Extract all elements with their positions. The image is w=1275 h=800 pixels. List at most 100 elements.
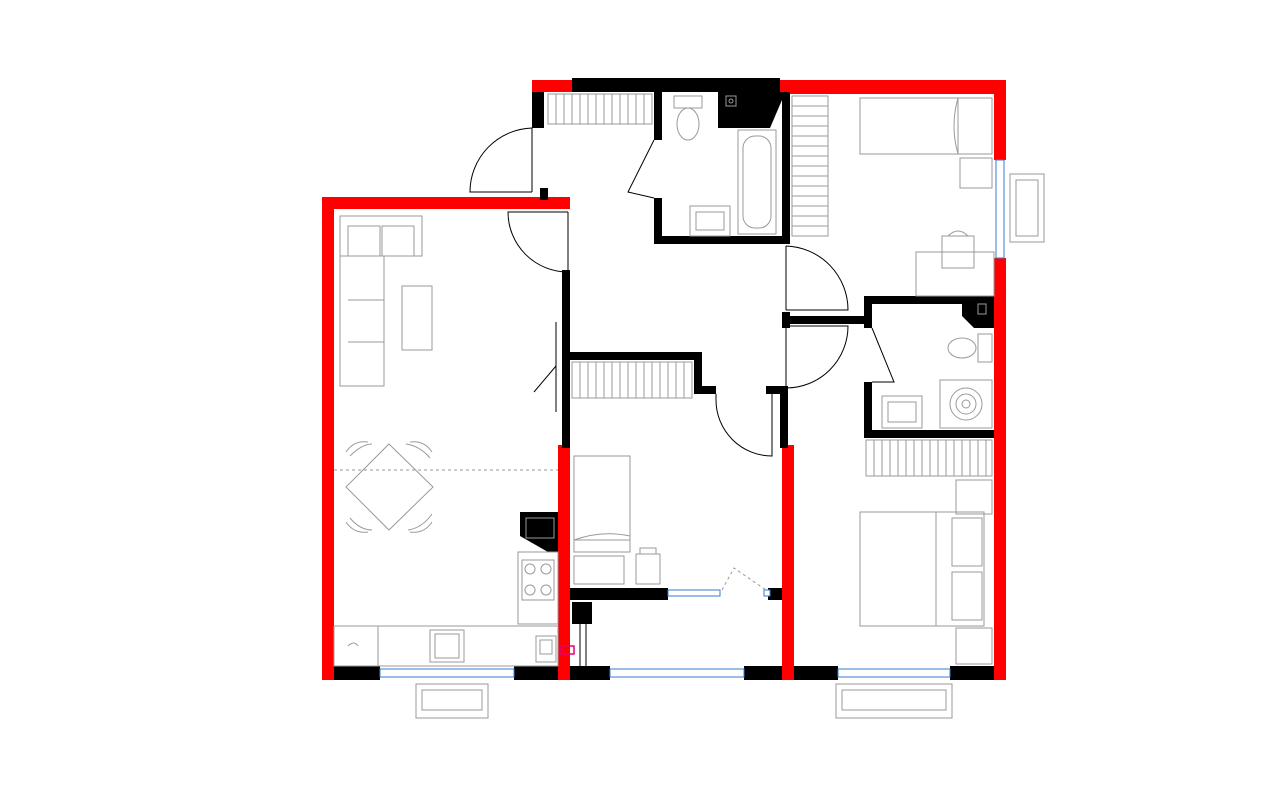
bathroom xyxy=(673,95,777,237)
double-bedroom xyxy=(859,479,993,665)
door-swing-icon xyxy=(715,394,773,457)
door-swing-icon xyxy=(785,325,849,389)
stair-icon xyxy=(547,93,653,125)
door-swing-icon xyxy=(627,139,655,199)
wall-bottom-3 xyxy=(570,666,610,680)
stair-icon xyxy=(865,439,993,477)
wall-study-step-v xyxy=(694,352,702,392)
coffee-table xyxy=(401,285,433,351)
wall-bottom-5 xyxy=(794,666,838,680)
ext-wall-party-2 xyxy=(782,445,794,680)
riser-marker xyxy=(559,645,575,655)
balconies xyxy=(415,173,1045,719)
living-kitchen-dining xyxy=(333,215,559,667)
wall-study-bottom xyxy=(570,588,668,600)
chair-icon xyxy=(635,553,661,585)
door-swing-icon xyxy=(785,245,849,311)
window-icon xyxy=(995,159,1005,259)
boiler-icon xyxy=(525,517,555,539)
wall-entry-stub xyxy=(540,188,548,200)
windows xyxy=(379,159,1005,678)
ext-wall-top-left xyxy=(532,80,572,92)
wall-bath-right xyxy=(782,92,790,244)
wall-hall-right-top xyxy=(766,386,788,394)
shower-icon xyxy=(725,95,737,107)
ext-wall-top-right xyxy=(780,80,1006,94)
window-icon xyxy=(609,668,745,678)
desk-icon xyxy=(915,251,995,297)
bedside-table xyxy=(959,157,993,189)
balcony-bench xyxy=(841,689,947,711)
shower-icon xyxy=(977,303,987,315)
door-swing-icon xyxy=(469,127,533,193)
window-icon xyxy=(667,589,721,597)
wall-bottom-4 xyxy=(744,666,782,680)
window-icon xyxy=(763,589,771,597)
ext-wall-right-lower xyxy=(994,258,1006,680)
wall-bath-bottom xyxy=(654,236,790,244)
stairs xyxy=(547,93,993,477)
internal-walls xyxy=(334,78,994,680)
wardrobe-icon xyxy=(955,479,993,515)
bedside-table xyxy=(955,627,993,665)
wall-hall-right xyxy=(780,386,788,448)
wall-bath-left-upper xyxy=(654,92,662,140)
chair-icon xyxy=(941,230,975,269)
wall-study-bottom-right xyxy=(768,588,782,600)
ext-wall-left xyxy=(322,197,334,680)
single-bedroom xyxy=(859,97,995,297)
wall-top-centre xyxy=(572,78,780,92)
bed-icon xyxy=(573,455,631,553)
wall-entry-left xyxy=(532,92,544,128)
stair-icon xyxy=(571,361,693,399)
wall-ensuite-bottom xyxy=(864,430,994,438)
kitchen-duct xyxy=(520,512,558,552)
wall-bottom-6 xyxy=(950,666,994,680)
sink-icon xyxy=(689,205,731,237)
sink-icon xyxy=(535,635,557,663)
ext-wall-party-1 xyxy=(558,445,570,680)
window-icon xyxy=(837,668,951,678)
bed-icon xyxy=(859,97,993,155)
wall-bath-left-lower xyxy=(654,198,662,244)
sink-icon xyxy=(429,629,465,663)
balcony-bench xyxy=(1015,179,1039,237)
wall-bottom-1 xyxy=(334,666,380,680)
door-swing-icon xyxy=(721,567,767,591)
shower-icon xyxy=(939,379,993,429)
desk-icon xyxy=(639,547,657,555)
riser xyxy=(572,602,592,624)
wall-ensuite-top xyxy=(864,296,994,304)
balcony-bench xyxy=(835,683,953,719)
toilet-icon xyxy=(947,333,993,363)
door-swing-icon xyxy=(871,327,895,383)
stair-icon xyxy=(791,95,829,237)
wall-living-right-upper xyxy=(562,270,570,448)
door-swing-icon xyxy=(533,322,557,412)
wall-bottom-2 xyxy=(514,666,558,680)
wall-study-step-h xyxy=(694,386,716,394)
desk-icon xyxy=(573,555,625,585)
hob-icon xyxy=(521,559,555,601)
external-walls xyxy=(322,80,1006,680)
table-icon xyxy=(345,443,434,531)
wall-ensuite-left-lower xyxy=(864,382,872,438)
balcony-bench xyxy=(1009,173,1045,243)
balcony-bench xyxy=(421,689,483,711)
ext-wall-right-upper xyxy=(994,80,1006,160)
balcony-bench xyxy=(415,683,489,719)
kitchen-units xyxy=(333,551,559,667)
en-suite xyxy=(881,303,993,429)
wall-ensuite-left-upper xyxy=(864,296,872,328)
bath-icon xyxy=(737,129,777,235)
sofa-icon xyxy=(339,215,423,387)
door-swing-icon xyxy=(507,211,569,273)
sink-icon xyxy=(881,395,923,429)
wall-ensuite-pass xyxy=(782,316,866,324)
doors xyxy=(469,127,895,591)
wall-study-top xyxy=(570,352,702,360)
bath-duct xyxy=(718,92,782,128)
ext-wall-living-top xyxy=(322,197,570,209)
toilet-icon xyxy=(673,95,703,141)
